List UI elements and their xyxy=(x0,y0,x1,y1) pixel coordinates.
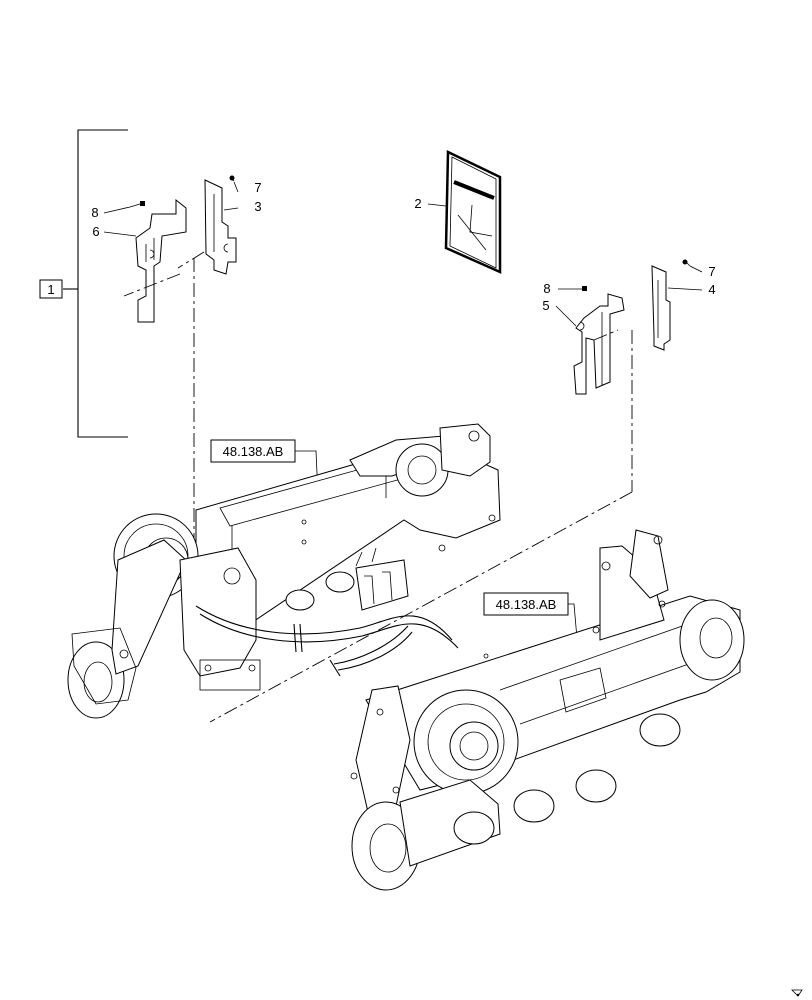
assembly-centerlines xyxy=(123,251,633,723)
group-bracket xyxy=(63,129,128,438)
callout-1-label: 1 xyxy=(47,282,54,297)
ref-box-left[interactable]: 48.138.AB xyxy=(210,439,319,497)
callout-4: 4 xyxy=(708,282,715,297)
callout-8-upper: 8 xyxy=(91,205,98,220)
callout-8-lower: 8 xyxy=(543,281,550,296)
hardware-upper-left xyxy=(129,175,235,208)
track-frame-assembly xyxy=(67,423,745,891)
callout-group-box[interactable]: 1 xyxy=(39,279,63,299)
mount-plate-4 xyxy=(651,265,671,351)
mount-plate-3 xyxy=(204,179,237,275)
operator-manual xyxy=(444,150,502,274)
mount-plate-5 xyxy=(573,293,625,395)
ref-box-right[interactable]: 48.138.AB xyxy=(483,592,579,651)
callout-2: 2 xyxy=(414,196,421,211)
ref-left-label: 48.138.AB xyxy=(223,444,284,459)
figure-corner-mark xyxy=(791,989,803,997)
callout-3: 3 xyxy=(254,199,261,214)
hardware-lower-right xyxy=(582,259,691,291)
callout-6: 6 xyxy=(92,224,99,239)
callout-7-upper: 7 xyxy=(254,180,261,195)
ref-right-label: 48.138.AB xyxy=(496,597,557,612)
mount-plate-6 xyxy=(135,198,187,323)
callout-7-lower: 7 xyxy=(708,264,715,279)
callout-5: 5 xyxy=(542,298,549,313)
